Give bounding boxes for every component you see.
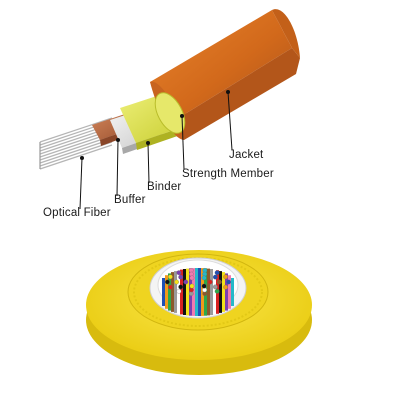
fiber-end [214,288,220,294]
fiber-end [174,279,179,285]
fiber-end [168,274,173,280]
stripped-cable-illustration [39,9,300,170]
fiber-end [176,270,182,276]
leader-lines [79,90,233,210]
fiber-end [183,279,189,285]
label-strength-member: Strength Member [182,168,274,180]
fiber-end [189,275,195,281]
fiber-end [214,270,220,276]
fiber-end [223,274,228,280]
jacket-top [150,10,292,122]
fiber-end [178,274,184,280]
label-jacket: Jacket [229,149,264,161]
fiber-end [189,283,195,289]
label-buffer: Buffer [114,194,146,206]
jacket-far-end [272,9,300,58]
fiber-end [223,284,228,290]
fiber-end [201,275,207,281]
fiber-end [217,279,222,285]
strength-member-texture [133,257,263,327]
fiber-end [207,279,213,285]
fiber-end [201,283,207,289]
fiber-end [212,274,218,280]
labels: Jacket Strength Member Binder Buffer Opt… [43,149,274,219]
label-binder: Binder [147,181,181,193]
fiber-end [176,288,182,294]
fiber-end [165,279,170,285]
cable-cross-section [86,250,312,375]
fiber-end [226,279,231,285]
fiber-end [168,284,173,290]
jacket-cut-ring [154,92,186,134]
fiber-end [212,284,218,290]
fiber-end [178,284,184,290]
label-optical-fiber: Optical Fiber [43,207,111,219]
fiber-bundle [162,268,234,316]
jacket-front-face [172,48,300,140]
